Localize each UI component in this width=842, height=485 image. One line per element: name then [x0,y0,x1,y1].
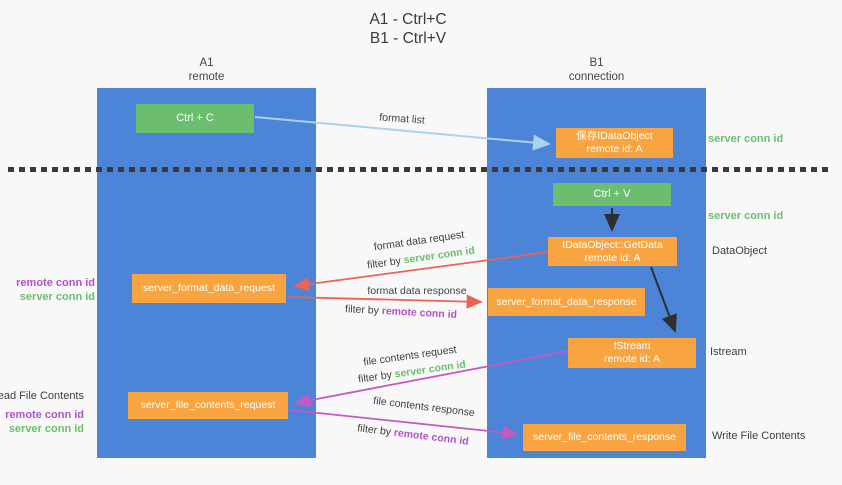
label-istream: Istream [710,346,747,358]
node-ctrl-c-label: Ctrl + C [176,112,214,124]
node-server-format-data-request-label: server_format_data_request [143,282,275,294]
lane-a-subtitle: remote [188,71,225,83]
label-filter-by-remote-conn-id-1: filter by remote conn id [345,303,458,321]
node-ctrl-v: Ctrl + V [553,183,671,206]
label-read-file-contents: Read File Contents [0,390,84,402]
label-filter-by-remote-conn-id-2: filter by remote conn id [357,422,470,448]
lane-b-subtitle: connection [568,71,625,83]
label-file-contents-response: file contents response [372,394,476,420]
lane-b-name: B1 [589,57,604,69]
label-write-file-contents: Write File Contents [712,430,806,442]
node-server-format-data-response-label: server_format_data_response [496,295,637,308]
remote-conn-id-text: remote conn id [393,426,470,448]
filter-by-prefix: filter by [366,254,405,272]
filter-by-prefix: filter by [357,368,396,386]
title-line-1: A1 - Ctrl+C [369,11,447,28]
node-idataobject-getdata-line2: remote id: A [584,251,641,264]
node-ctrl-v-label: Ctrl + V [593,188,631,200]
node-server-file-contents-response-label: server_file_contents_response [532,431,676,443]
label-left-remote-conn-id-2: remote conn id [5,409,84,421]
node-server-file-contents-request-label: server_file_contents_request [140,399,276,411]
node-server-file-contents-request: server_file_contents_request [128,392,288,419]
node-save-idataobject-line2: remote id: A [586,143,643,155]
node-server-format-data-response: server_format_data_response [488,288,645,316]
node-server-file-contents-response: server_file_contents_response [523,424,686,451]
node-istream-line2: remote id: A [603,353,661,365]
label-left-server-conn-id-1: server conn id [19,291,95,303]
phase-divider-dotted-line [8,167,830,172]
label-dataobject: DataObject [712,245,768,257]
node-ctrl-c: Ctrl + C [136,104,254,133]
title-line-2: B1 - Ctrl+V [369,30,447,47]
label-format-list: format list [378,111,426,127]
node-istream-line1: IStream [613,340,651,352]
diagram-title: A1 - Ctrl+C B1 - Ctrl+V [0,10,816,48]
filter-by-prefix: filter by [344,303,383,317]
remote-conn-id-text: remote conn id [381,305,458,321]
node-idataobject-getdata-line1: IDataObject::GetData [562,238,663,251]
format-data-response-arrow [287,294,483,309]
label-right-server-conn-id-1: server conn id [708,133,784,145]
node-istream: IStream remote id: A [568,338,696,368]
node-save-idataobject: 保存IDataObject remote id: A [556,128,673,158]
node-save-idataobject-line1: 保存IDataObject [576,130,653,142]
lane-b-header: B1 connection [487,56,706,84]
label-format-data-response: format data response [367,285,467,297]
lane-a-name: A1 [199,57,214,69]
label-left-server-conn-id-2: server conn id [8,423,84,435]
lane-a-header: A1 remote [97,56,316,84]
node-idataobject-getdata: IDataObject::GetData remote id: A [548,237,677,266]
node-server-format-data-request: server_format_data_request [132,274,286,303]
filter-by-prefix: filter by [356,422,395,439]
label-right-server-conn-id-2: server conn id [708,210,784,222]
label-left-remote-conn-id-1: remote conn id [16,277,95,289]
